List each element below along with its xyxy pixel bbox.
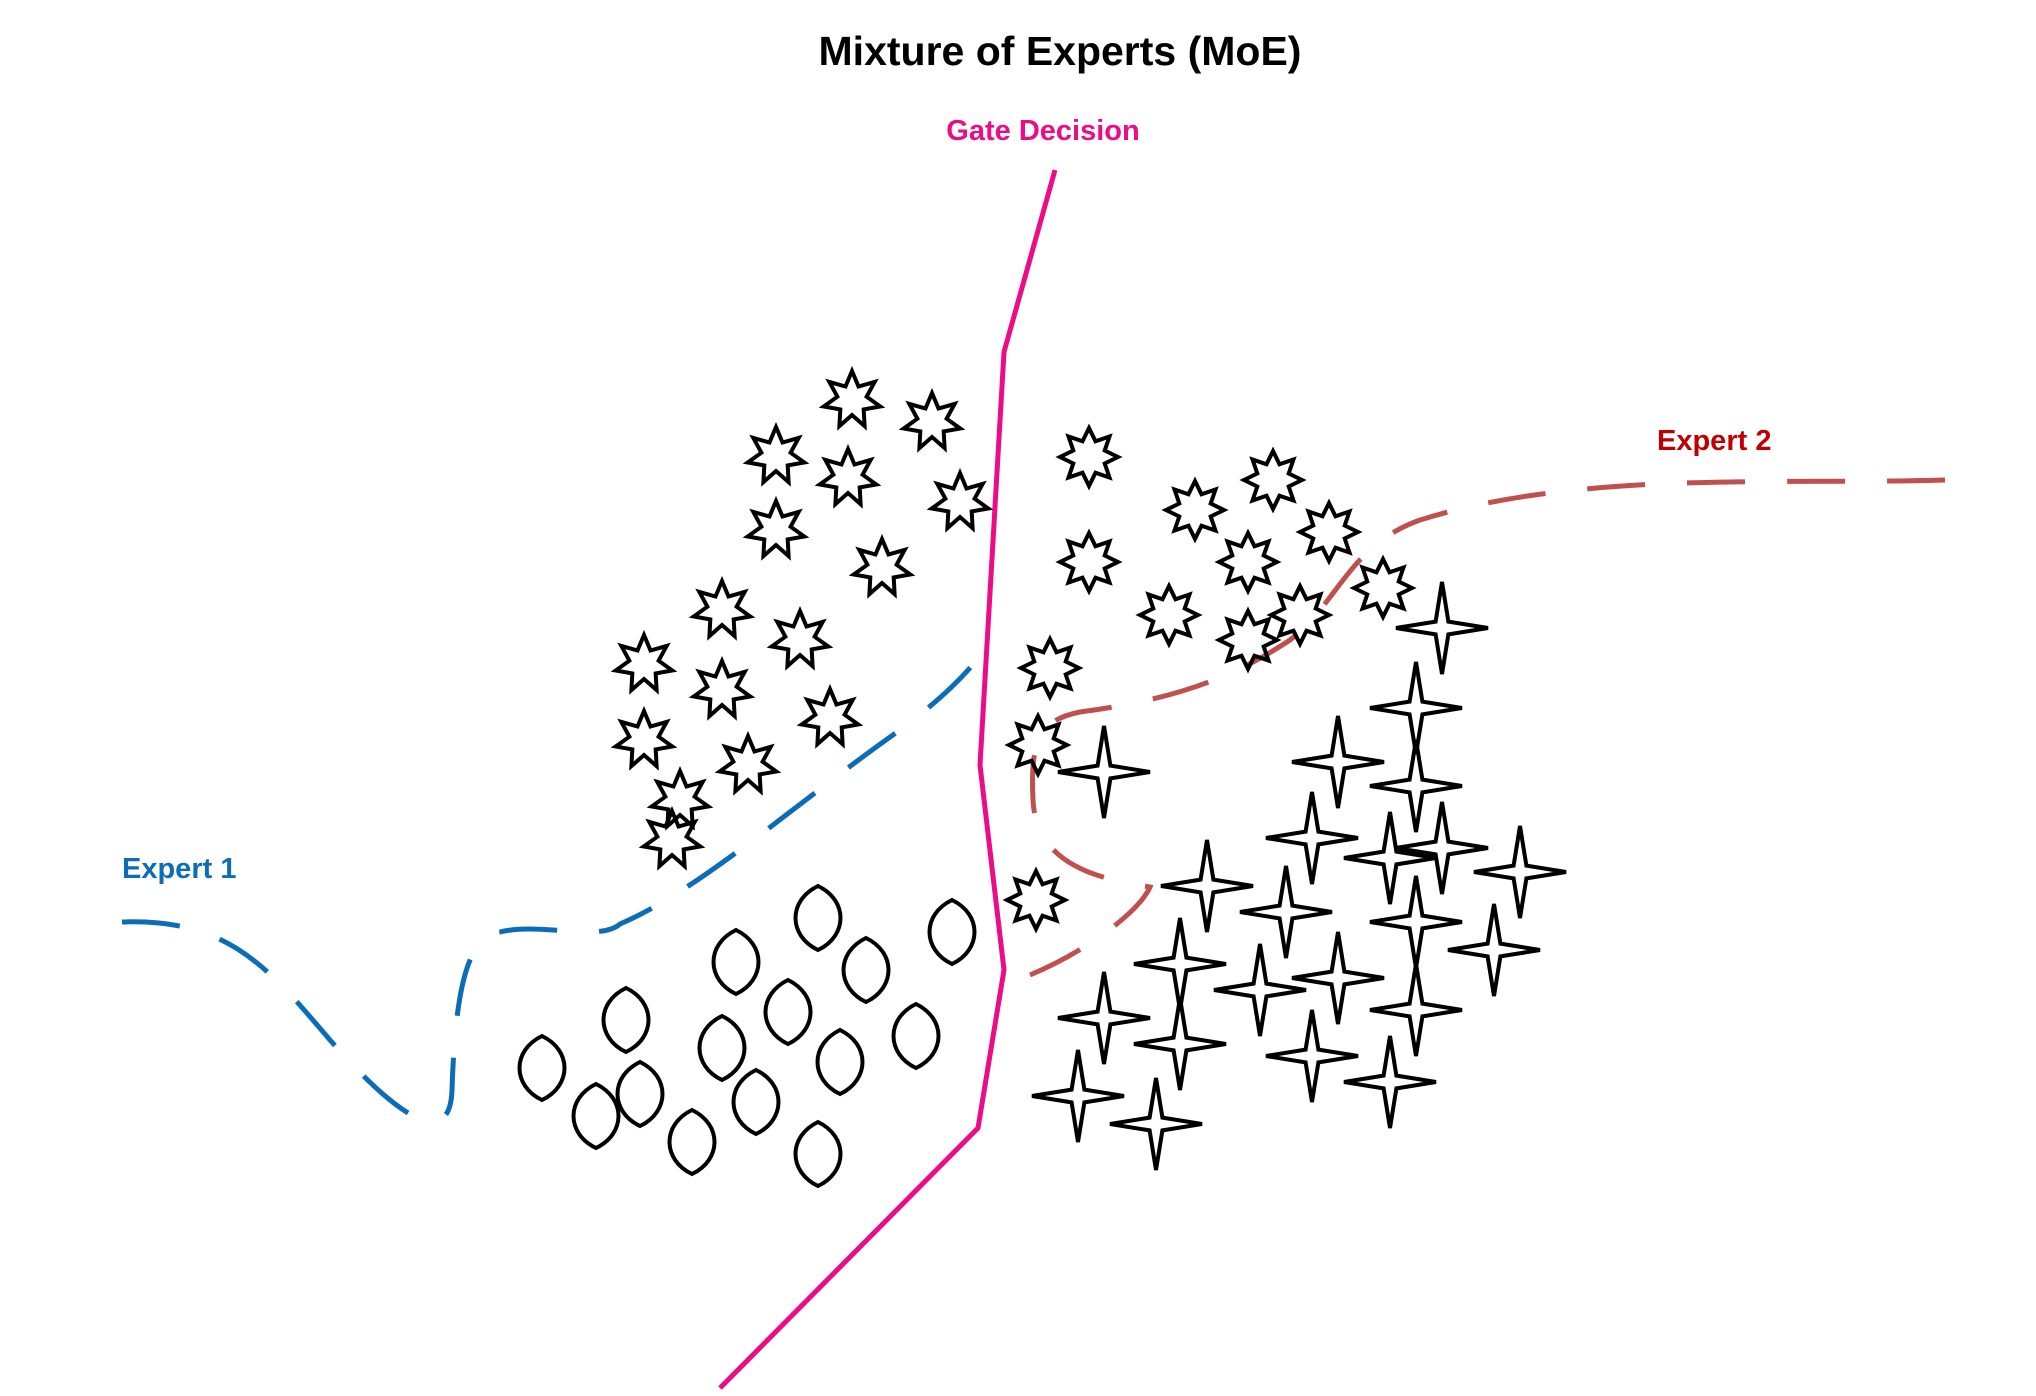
eight-point-star-marker bbox=[1135, 581, 1203, 649]
four-point-star-marker bbox=[1395, 801, 1489, 895]
leaf-marker bbox=[711, 927, 761, 997]
eight-point-star-marker bbox=[1016, 634, 1084, 702]
seven-point-star-marker bbox=[714, 730, 782, 796]
seven-point-star-marker bbox=[818, 365, 886, 431]
four-point-star-marker bbox=[1213, 943, 1307, 1037]
seven-point-star-marker bbox=[688, 655, 756, 721]
four-point-star-marker bbox=[1473, 825, 1567, 919]
four-point-star-marker bbox=[1057, 971, 1151, 1065]
data-markers bbox=[517, 365, 1567, 1189]
leaf-marker bbox=[815, 1027, 865, 1097]
seven-point-star-marker bbox=[742, 495, 810, 561]
leaf-marker bbox=[615, 1059, 665, 1129]
gate-decision-label: Gate Decision bbox=[946, 115, 1139, 147]
expert-1-label: Expert 1 bbox=[122, 853, 236, 885]
four-point-star-marker bbox=[1447, 903, 1541, 997]
four-point-star-marker bbox=[1369, 739, 1463, 833]
four-point-star-marker bbox=[1291, 931, 1385, 1025]
four-point-star-marker bbox=[1239, 865, 1333, 959]
four-point-star-marker bbox=[1343, 1035, 1437, 1129]
leaf-marker bbox=[601, 985, 651, 1055]
expert-1-boundary bbox=[121, 660, 977, 1124]
four-point-star-marker bbox=[1395, 581, 1489, 675]
eight-point-star-marker bbox=[1266, 581, 1334, 649]
four-point-star-marker bbox=[1057, 725, 1151, 819]
eight-point-star-marker bbox=[1295, 498, 1363, 566]
leaf-marker bbox=[571, 1081, 621, 1151]
leaf-marker bbox=[891, 1001, 941, 1071]
seven-point-star-marker bbox=[898, 387, 966, 453]
four-point-star-marker bbox=[1265, 1009, 1359, 1103]
seven-point-star-marker bbox=[742, 421, 810, 487]
eight-point-star-marker bbox=[1055, 528, 1123, 596]
seven-point-star-marker bbox=[688, 575, 756, 641]
leaf-marker bbox=[763, 977, 813, 1047]
eight-point-star-marker bbox=[1055, 423, 1123, 491]
leaf-marker bbox=[793, 1119, 843, 1189]
four-point-star-marker bbox=[1160, 839, 1254, 933]
eight-point-star-marker bbox=[1002, 866, 1070, 934]
four-point-star-marker bbox=[1343, 811, 1437, 905]
seven-point-star-marker bbox=[926, 467, 994, 533]
four-point-star-marker bbox=[1109, 1077, 1203, 1171]
seven-point-star-marker bbox=[638, 805, 706, 871]
four-point-star-marker bbox=[1369, 963, 1463, 1057]
eight-point-star-marker bbox=[1214, 606, 1282, 674]
seven-point-star-marker bbox=[646, 765, 714, 831]
seven-point-star-marker bbox=[766, 605, 834, 671]
seven-point-star-marker bbox=[796, 683, 864, 749]
leaf-marker bbox=[927, 897, 977, 967]
eight-point-star-marker bbox=[1161, 476, 1229, 544]
leaf-marker bbox=[517, 1033, 567, 1103]
seven-point-star-marker bbox=[848, 533, 916, 599]
seven-point-star-marker bbox=[814, 443, 882, 509]
four-point-star-marker bbox=[1133, 997, 1227, 1091]
eight-point-star-marker bbox=[1239, 446, 1307, 514]
diagram-title: Mixture of Experts (MoE) bbox=[819, 28, 1302, 74]
leaf-marker bbox=[667, 1107, 717, 1177]
eight-point-star-marker bbox=[1349, 554, 1417, 622]
leaf-marker bbox=[841, 935, 891, 1005]
four-point-star-marker bbox=[1291, 715, 1385, 809]
leaf-marker bbox=[793, 883, 843, 953]
expert-2-label: Expert 2 bbox=[1657, 425, 1771, 457]
expert-2-boundary bbox=[1029, 477, 1946, 978]
gate-decision-line bbox=[718, 169, 1058, 1390]
eight-point-star-marker bbox=[1214, 528, 1282, 596]
leaf-marker bbox=[731, 1067, 781, 1137]
four-point-star-marker bbox=[1031, 1049, 1125, 1143]
seven-point-star-marker bbox=[610, 705, 678, 771]
seven-point-star-marker bbox=[610, 629, 678, 695]
eight-point-star-marker bbox=[1004, 711, 1072, 779]
leaf-marker bbox=[697, 1013, 747, 1083]
four-point-star-marker bbox=[1265, 791, 1359, 885]
four-point-star-marker bbox=[1369, 661, 1463, 755]
